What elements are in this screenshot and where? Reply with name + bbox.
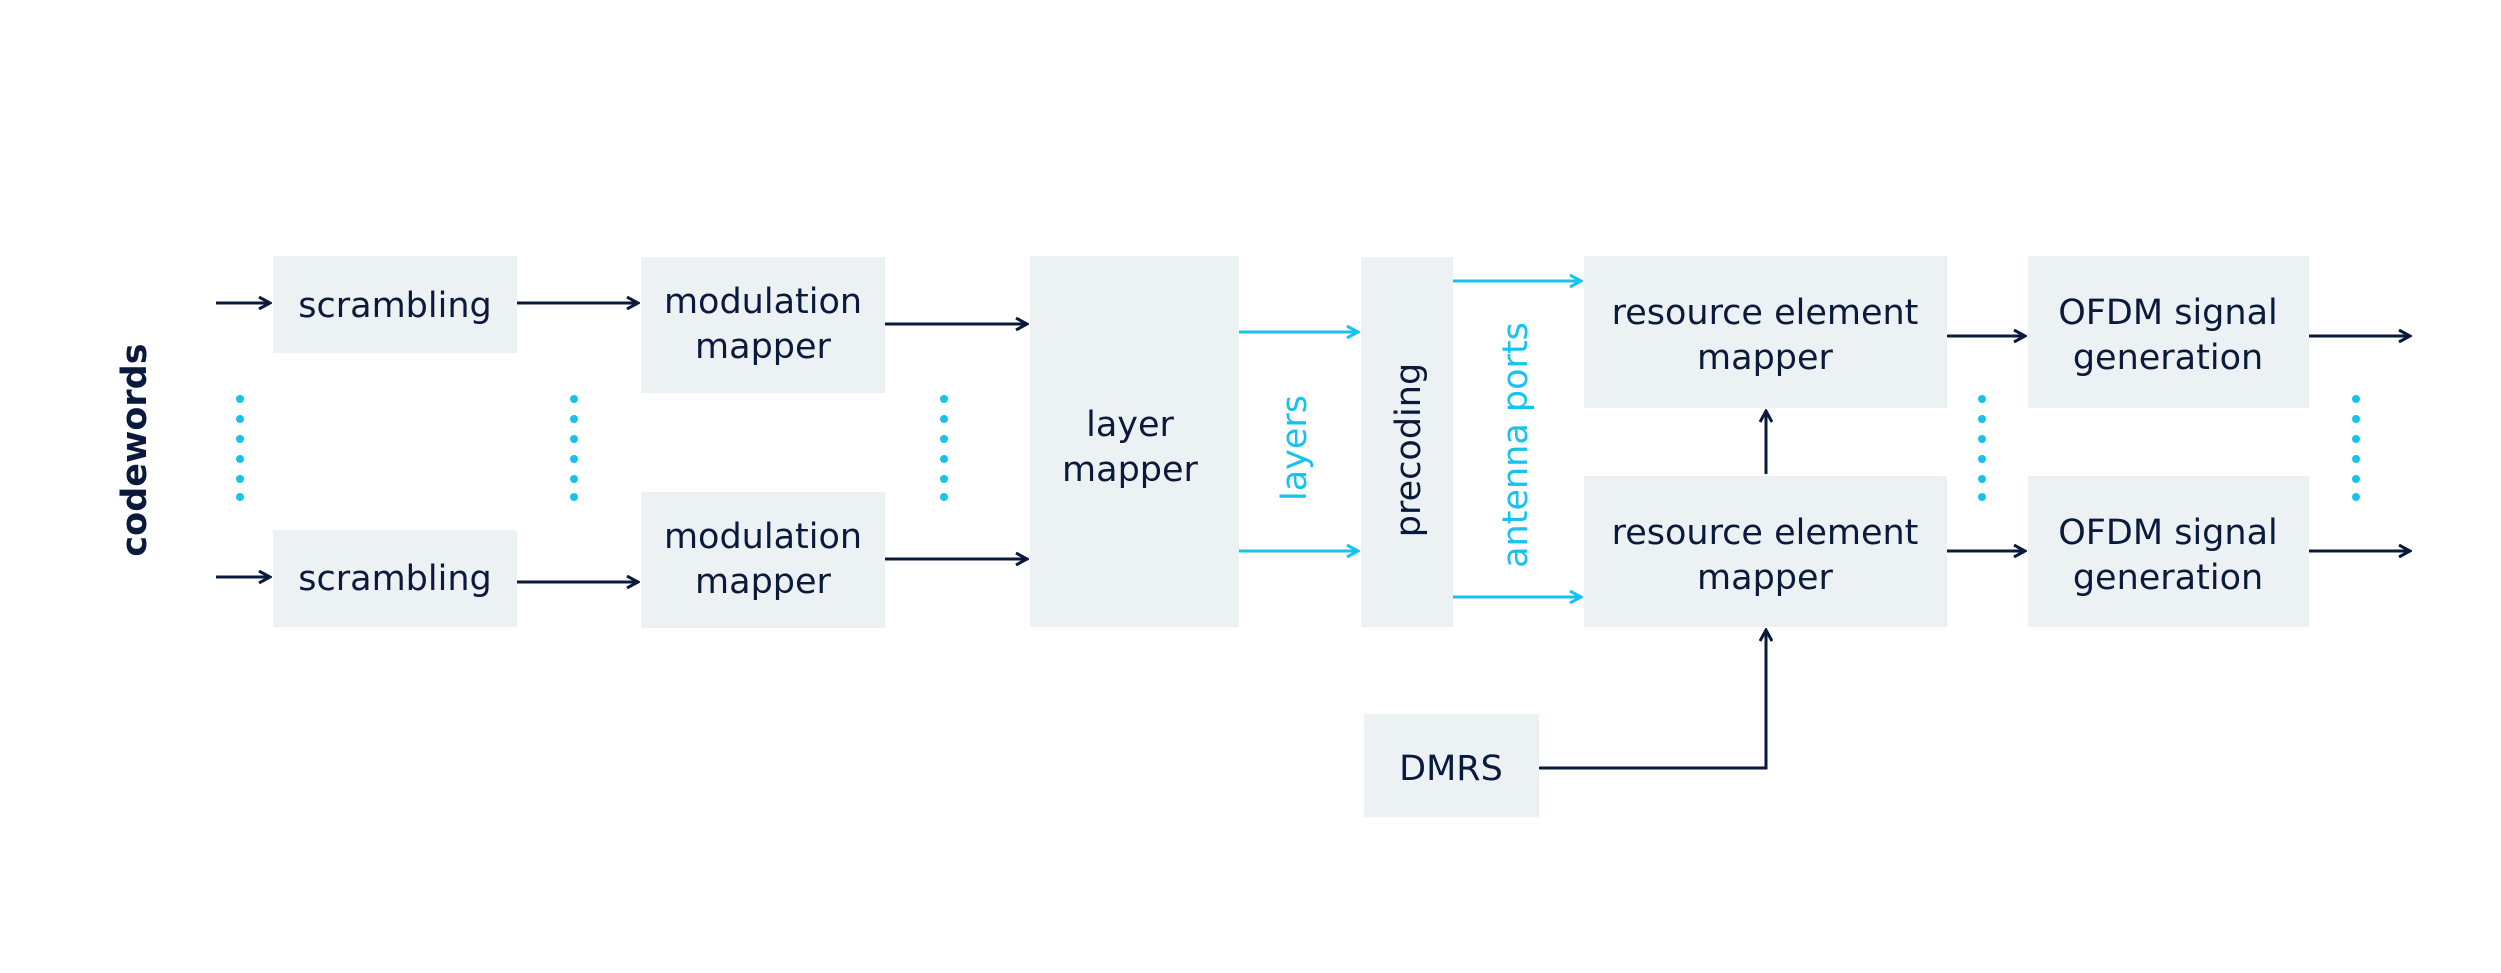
scrambling-label-top: scrambling — [298, 286, 491, 326]
re-mapper-label-top-1: resource element — [1612, 293, 1919, 333]
precoding-box: precoding — [1361, 257, 1453, 627]
modulation-mapper-box-top: modulation mapper — [641, 257, 885, 393]
modulation-mapper-label-top-2: mapper — [695, 327, 832, 367]
layer-mapper-box: layer mapper — [1030, 256, 1239, 627]
flow-arrows-blue — [1239, 281, 1581, 597]
modulation-mapper-box-bottom: modulation mapper — [641, 492, 885, 628]
precoding-label: precoding — [1389, 363, 1429, 537]
ofdm-box-bottom: OFDM signal generation — [2028, 476, 2309, 627]
re-mapper-label-top-2: mapper — [1697, 338, 1834, 378]
ellipsis-dots-codewords — [236, 395, 244, 501]
layers-label: layers — [1275, 395, 1315, 501]
ellipsis-dots-scrambling — [570, 395, 578, 501]
re-mapper-box-bottom: resource element mapper — [1584, 476, 1947, 627]
dmrs-label: DMRS — [1399, 749, 1503, 789]
ellipsis-dots-re-mapper — [1978, 395, 1986, 501]
ofdm-label-bottom-2: generation — [2073, 558, 2263, 598]
scrambling-box-bottom: scrambling — [273, 530, 517, 627]
codewords-label: codewords — [115, 343, 155, 556]
re-mapper-label-bottom-2: mapper — [1697, 558, 1834, 598]
ofdm-box-top: OFDM signal generation — [2028, 256, 2309, 408]
ellipsis-dots-ofdm — [2352, 395, 2360, 501]
flow-arrows-dark — [216, 303, 2410, 770]
re-mapper-box-top: resource element mapper — [1584, 256, 1947, 408]
ofdm-label-bottom-1: OFDM signal — [2058, 513, 2278, 553]
modulation-mapper-label-top-1: modulation — [664, 282, 862, 322]
dmrs-box: DMRS — [1364, 714, 1539, 817]
re-mapper-label-bottom-1: resource element — [1612, 513, 1919, 553]
ofdm-label-top-1: OFDM signal — [2058, 293, 2278, 333]
layer-mapper-label-2: mapper — [1062, 450, 1199, 490]
modulation-mapper-label-bottom-1: modulation — [664, 517, 862, 557]
scrambling-box-top: scrambling — [273, 256, 517, 353]
antenna-ports-label: antenna ports — [1496, 322, 1536, 568]
layer-mapper-label-1: layer — [1086, 405, 1174, 445]
modulation-mapper-label-bottom-2: mapper — [695, 562, 832, 602]
ofdm-label-top-2: generation — [2073, 338, 2263, 378]
scrambling-label-bottom: scrambling — [298, 559, 491, 599]
ellipsis-dots-modulation — [940, 395, 948, 501]
